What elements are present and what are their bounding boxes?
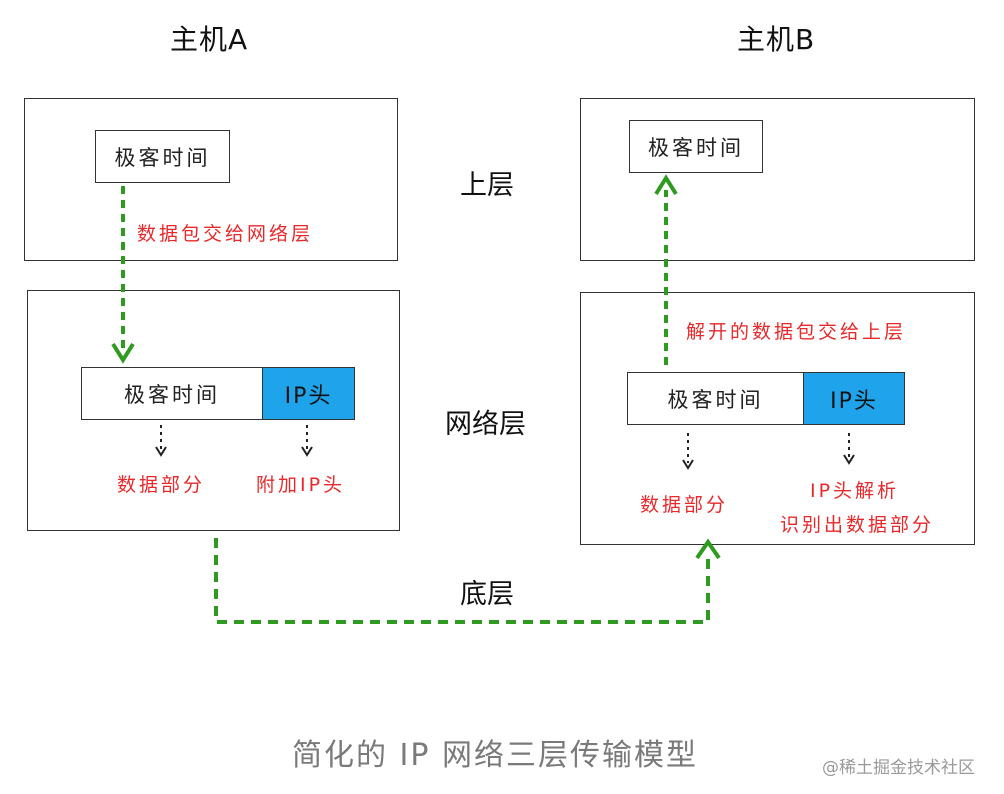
host-b-title: 主机B — [737, 23, 816, 56]
layer-label-network: 网络层 — [445, 409, 526, 440]
diagram-caption: 简化的 IP 网络三层传输模型 — [292, 738, 699, 773]
host-b-packet: 极客时间 IP头 — [627, 372, 905, 425]
layer-label-bottom: 底层 — [460, 579, 514, 610]
host-a-packet-data: 极客时间 — [82, 368, 263, 419]
host-b-packet-data: 极客时间 — [628, 373, 804, 424]
host-a-packet: 极客时间 IP头 — [81, 367, 355, 420]
layer-label-upper: 上层 — [460, 170, 514, 201]
host-b-ip-dotted-arrow-head — [843, 454, 855, 465]
host-b-packet-ip-header: IP头 — [804, 373, 904, 424]
host-b-up-arrow-head — [654, 174, 678, 196]
host-b-ip-note-line1: IP头解析 — [810, 480, 900, 502]
host-a-packet-ip-header: IP头 — [263, 368, 354, 419]
host-b-app-box: 极客时间 — [629, 120, 763, 173]
host-a-data-note: 数据部分 — [117, 474, 206, 496]
host-a-ip-note: 附加IP头 — [256, 474, 346, 496]
host-b-ip-note-line2: 识别出数据部分 — [780, 514, 935, 536]
host-b-handoff-label: 解开的数据包交给上层 — [686, 321, 907, 343]
host-a-data-dotted-arrow-head — [155, 446, 167, 457]
bottom-transfer-arrow-head — [695, 538, 721, 560]
host-a-app-box: 极客时间 — [95, 130, 230, 183]
host-b-data-dotted-arrow-head — [682, 459, 694, 470]
host-a-title: 主机A — [170, 23, 249, 56]
bottom-transfer-path — [214, 538, 710, 624]
watermark: @稀土掘金技术社区 — [822, 758, 975, 778]
host-a-ip-dotted-arrow-head — [301, 446, 313, 457]
host-b-data-note: 数据部分 — [640, 494, 729, 516]
host-a-handoff-label: 数据包交给网络层 — [137, 223, 314, 245]
host-a-down-arrow-head — [111, 342, 135, 364]
